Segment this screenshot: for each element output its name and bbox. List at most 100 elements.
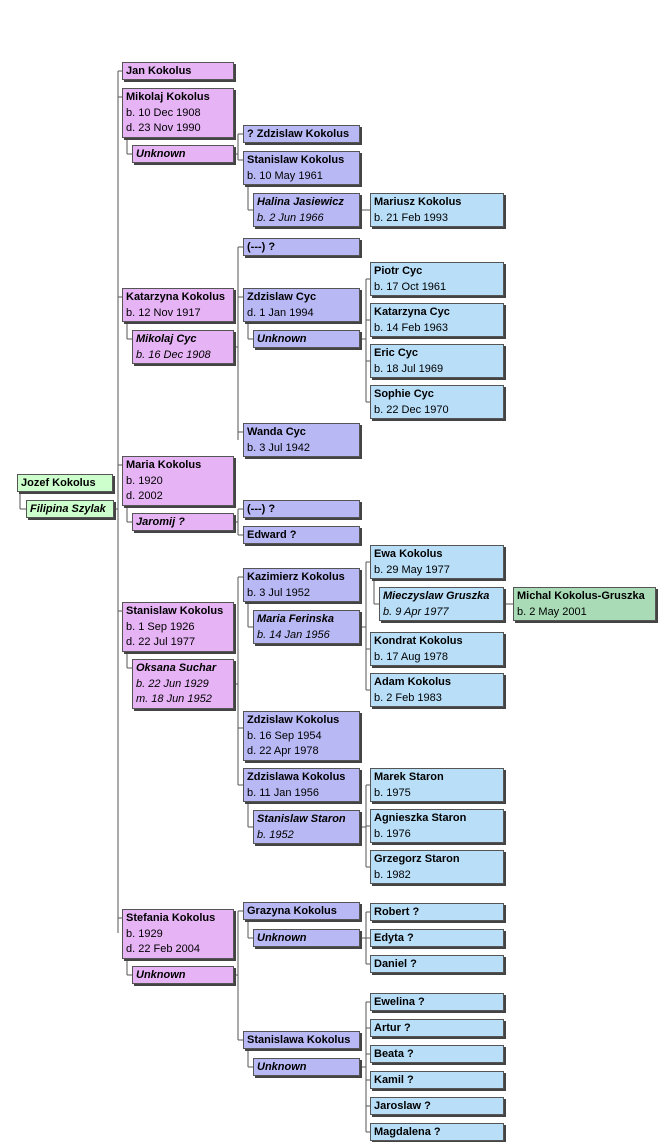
person-name: Artur ? <box>374 1022 411 1034</box>
person-detail: b. 17 Oct 1961 <box>374 280 447 293</box>
person-box-daniel: Daniel ? <box>370 955 504 973</box>
person-detail: b. 3 Jul 1952 <box>247 586 310 599</box>
person-name: Jozef Kokolus <box>21 477 96 489</box>
person-box-maria: Maria Kokolus b. 1920 d. 2002 <box>122 456 234 506</box>
person-box-zdz_q: ? Zdzislaw Kokolus <box>243 125 360 143</box>
spouse-box-stef_sp: Unknown <box>132 966 234 984</box>
person-detail: b. 16 Dec 1908 <box>136 348 211 361</box>
person-detail: b. 2 Feb 1983 <box>374 691 442 704</box>
spouse-box-zdzcyc_sp: Unknown <box>253 330 360 348</box>
spouse-box-mferinska: Maria Ferinska b. 14 Jan 1956 <box>253 610 360 644</box>
person-box-zdzcyc: Zdzislaw Cyc d. 1 Jan 1994 <box>243 288 360 322</box>
person-detail: b. 18 Jul 1969 <box>374 362 444 375</box>
person-name: Adam Kokolus <box>374 676 452 688</box>
person-detail: b. 9 Apr 1977 <box>383 605 449 618</box>
person-detail: b. 14 Jan 1956 <box>257 628 330 641</box>
person-detail: b. 21 Feb 1993 <box>374 211 449 224</box>
person-detail: d. 23 Nov 1990 <box>126 122 201 134</box>
person-name: Stanislaw Staron <box>257 813 346 825</box>
person-name: Edward ? <box>247 529 297 541</box>
person-name: Grazyna Kokolus <box>247 905 337 917</box>
person-detail: d. 22 Jul 1977 <box>126 636 196 648</box>
person-name: Ewa Kokolus <box>374 548 443 560</box>
person-box-agnieszka: Agnieszka Staron b. 1976 <box>370 809 504 843</box>
person-detail: d. 2002 <box>126 490 163 502</box>
person-box-magdalena: Magdalena ? <box>370 1123 504 1141</box>
person-name: Agnieszka Staron <box>374 812 467 824</box>
person-name: Eric Cyc <box>374 347 419 359</box>
person-detail: b. 1920 <box>126 474 163 487</box>
person-box-eric: Eric Cyc b. 18 Jul 1969 <box>370 344 504 378</box>
person-box-ewa: Ewa Kokolus b. 29 May 1977 <box>370 545 504 579</box>
person-name: Unknown <box>136 969 186 981</box>
spouse-box-stanstaron: Stanislaw Staron b. 1952 <box>253 810 360 844</box>
person-detail: d. 1 Jan 1994 <box>247 306 314 319</box>
person-detail: b. 12 Nov 1917 <box>126 306 201 319</box>
spouse-box-mieczyslaw: Mieczyslaw Gruszka b. 9 Apr 1977 <box>379 587 504 621</box>
person-detail: b. 16 Sep 1954 <box>247 729 322 742</box>
person-box-artur: Artur ? <box>370 1019 504 1037</box>
person-name: Sophie Cyc <box>374 388 434 400</box>
person-box-beata: Beata ? <box>370 1045 504 1063</box>
person-detail: m. 18 Jun 1952 <box>136 693 212 705</box>
person-detail: b. 14 Feb 1963 <box>374 321 449 334</box>
person-detail: b. 29 May 1977 <box>374 563 450 576</box>
person-name: Katarzyna Cyc <box>374 306 450 318</box>
person-box-adam: Adam Kokolus b. 2 Feb 1983 <box>370 673 504 707</box>
person-box-katarzyna: Katarzyna Kokolus b. 12 Nov 1917 <box>122 288 234 322</box>
person-detail: b. 2 May 2001 <box>517 605 587 618</box>
person-detail: b. 22 Dec 1970 <box>374 403 449 416</box>
person-name: Halina Jasiewicz <box>257 196 344 208</box>
person-box-maria_unk: (---) ? <box>243 500 360 518</box>
person-box-kamil: Kamil ? <box>370 1071 504 1089</box>
person-name: Wanda Cyc <box>247 426 306 438</box>
person-name: Maria Kokolus <box>126 459 202 471</box>
person-name: (---) ? <box>247 503 276 515</box>
spouse-box-filipina: Filipina Szylak <box>26 500 114 518</box>
person-box-katcyc: Katarzyna Cyc b. 14 Feb 1963 <box>370 303 504 337</box>
person-name: Grzegorz Staron <box>374 853 460 865</box>
person-name: ? Zdzislaw Kokolus <box>247 128 350 140</box>
person-name: Marek Staron <box>374 771 444 783</box>
person-box-sophie: Sophie Cyc b. 22 Dec 1970 <box>370 385 504 419</box>
person-name: Stefania Kokolus <box>126 912 216 924</box>
person-detail: d. 22 Feb 2004 <box>126 943 201 955</box>
person-name: Zdzislawa Kokolus <box>247 771 346 783</box>
person-detail: b. 1952 <box>257 828 294 841</box>
person-name: Jaroslaw ? <box>374 1100 431 1112</box>
person-name: Zdzislaw Kokolus <box>247 714 340 726</box>
person-detail: b. 10 Dec 1908 <box>126 106 201 119</box>
spouse-box-jaromij: Jaromij ? <box>132 513 234 531</box>
person-name: Zdzislaw Cyc <box>247 291 317 303</box>
person-box-edyta: Edyta ? <box>370 929 504 947</box>
person-name: Kamil ? <box>374 1074 414 1086</box>
person-name: Katarzyna Kokolus <box>126 291 226 303</box>
person-box-stanislawa: Stanislawa Kokolus <box>243 1031 360 1049</box>
person-name: Mieczyslaw Gruszka <box>383 590 490 602</box>
person-detail: d. 22 Apr 1978 <box>247 745 319 757</box>
person-name: Kondrat Kokolus <box>374 635 463 647</box>
person-box-cyc_unk: (---) ? <box>243 238 360 256</box>
person-name: Ewelina ? <box>374 996 425 1008</box>
person-name: Mikolaj Kokolus <box>126 91 210 103</box>
person-name: Jaromij ? <box>136 516 185 528</box>
person-detail: b. 3 Jul 1942 <box>247 441 310 454</box>
person-name: Stanislaw Kokolus <box>247 154 345 166</box>
person-detail: b. 1976 <box>374 827 411 840</box>
person-name: Maria Ferinska <box>257 613 335 625</box>
spouse-box-graz_sp: Unknown <box>253 929 360 947</box>
person-name: Mariusz Kokolus <box>374 196 462 208</box>
person-name: (---) ? <box>247 241 276 253</box>
person-name: Piotr Cyc <box>374 265 423 277</box>
